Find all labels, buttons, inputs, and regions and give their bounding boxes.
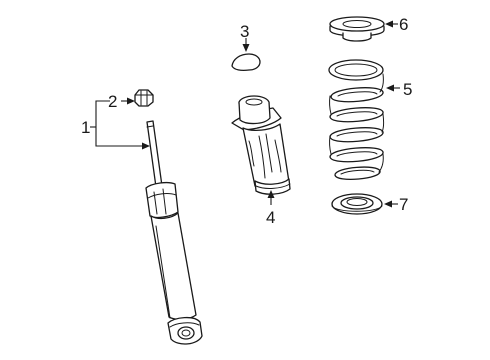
callout-7: 7 — [399, 195, 408, 214]
callout-1: 1 — [81, 118, 90, 137]
callout-4: 4 — [266, 208, 275, 227]
callout-3: 3 — [240, 22, 249, 41]
coil-spring-icon — [328, 59, 385, 181]
bump-cap-icon — [231, 53, 261, 72]
callout-5: 5 — [403, 80, 412, 99]
dust-boot-bumper-icon — [231, 95, 291, 195]
lower-spring-insulator-icon — [331, 193, 383, 215]
nut-icon — [134, 89, 154, 107]
callout-6: 6 — [399, 15, 408, 34]
callout-2: 2 — [108, 92, 117, 111]
callout-leaders — [90, 20, 400, 208]
upper-spring-insulator-icon — [329, 16, 385, 42]
shock-absorber-icon — [145, 120, 203, 345]
